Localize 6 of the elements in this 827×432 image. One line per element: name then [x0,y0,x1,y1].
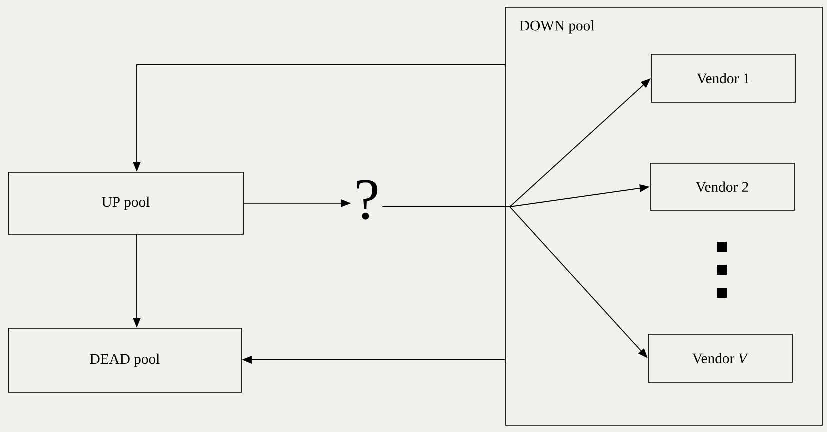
vendor-box: Vendor 1 [651,54,796,103]
question-mark: ? [357,180,378,220]
vendor-box: Vendor 2 [650,163,795,211]
pool-box: DEAD pool [8,328,242,393]
pool-box: UP pool [8,172,244,235]
vendor-box: Vendor V [648,334,793,383]
